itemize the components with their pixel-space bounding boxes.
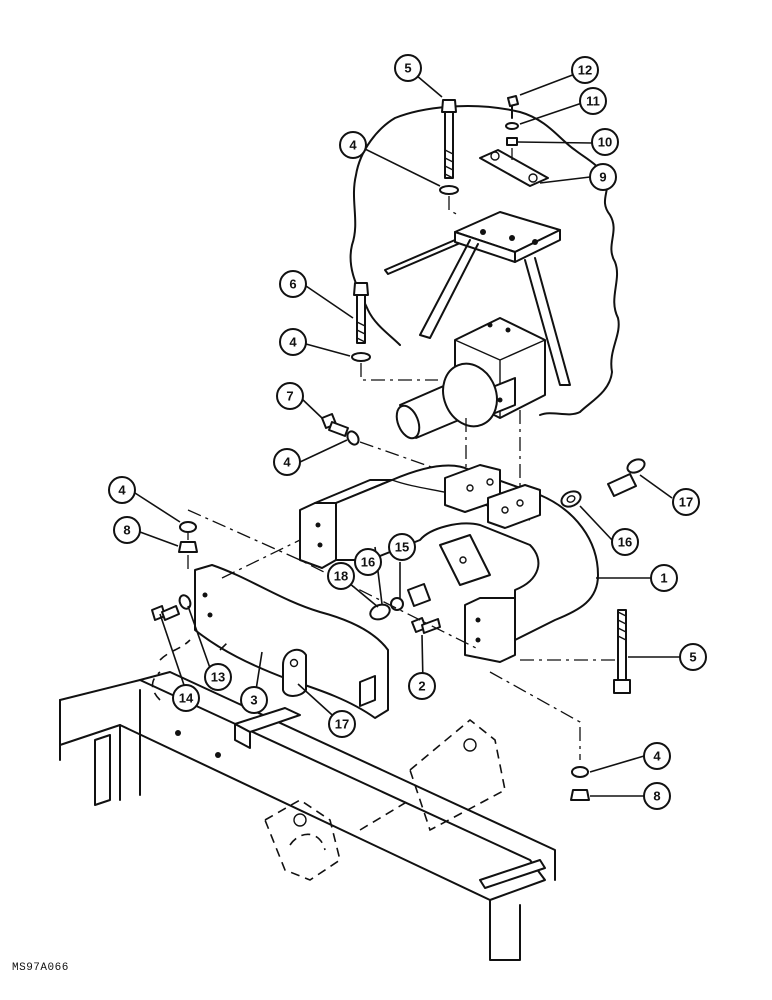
callout-label: 4 [289,335,297,350]
axle-clamp-housing [395,317,546,440]
callout-17-top: 17 [672,488,700,516]
callout-7: 7 [276,382,304,410]
callout-5-top: 5 [394,54,422,82]
callout-label: 18 [334,569,348,584]
tractor-frame [59,639,556,961]
callout-label: 10 [598,135,612,150]
pin-upper [560,458,646,508]
callout-11: 11 [579,87,607,115]
assembly-line-c [187,509,481,651]
callout-13: 13 [204,663,232,691]
callout-label: 16 [361,555,375,570]
mounting-plate [194,564,389,719]
callout-16-mid: 16 [354,548,382,576]
callout-label: 4 [283,455,291,470]
callout-16-right: 16 [611,528,639,556]
upper-bracket-stand [384,211,571,386]
bolt-six [351,282,438,381]
callout-label: 12 [578,63,592,78]
callout-label: 14 [179,691,194,706]
bolt-fourteen [151,594,192,621]
assembly-line-d [221,539,301,579]
long-bolt-right [613,609,631,694]
small-bolt-stack [505,95,519,160]
callout-5-right: 5 [679,643,707,671]
callout-label: 16 [618,535,632,550]
callout-9: 9 [589,163,617,191]
callout-label: 17 [335,717,349,732]
callout-12: 12 [571,56,599,84]
callout-4-mid: 4 [279,328,307,356]
callout-4-left: 4 [108,476,136,504]
callout-8-right: 8 [643,782,671,810]
callout-label: 5 [404,61,411,76]
callout-10: 10 [591,128,619,156]
callout-label: 4 [349,138,357,153]
callout-label: 15 [395,540,409,555]
long-bolt-top [439,99,461,217]
u-bracket [299,464,599,663]
callout-label: 5 [689,650,696,665]
callout-label: 8 [123,523,130,538]
callout-label: 4 [118,483,126,498]
bushing-stack [369,583,441,634]
callout-label: 9 [599,170,606,185]
callout-label: 3 [250,693,257,708]
bolt-seven [321,413,441,471]
callout-label: 7 [286,389,293,404]
clamp-plate [479,149,549,187]
callout-label: 6 [289,277,296,292]
callout-18: 18 [327,562,355,590]
leader-lines [134,69,680,797]
assembly-line-e [489,671,581,760]
callout-4-right: 4 [643,742,671,770]
callout-15: 15 [388,533,416,561]
nut-left [178,521,198,570]
callout-17-lug: 17 [328,710,356,738]
callout-label: 4 [653,749,661,764]
callout-4-top: 4 [339,131,367,159]
callout-label: 2 [418,679,425,694]
callout-label: 1 [660,571,667,586]
callout-14: 14 [172,684,200,712]
callout-3: 3 [240,686,268,714]
callout-label: 17 [679,495,693,510]
callout-label: 13 [211,670,225,685]
nut-right [570,766,590,801]
callout-6: 6 [279,270,307,298]
callout-label: 11 [586,94,600,109]
callout-8-left: 8 [113,516,141,544]
callout-2: 2 [408,672,436,700]
callout-4-bolt7: 4 [273,448,301,476]
figure-code: MS97A066 [12,962,69,974]
callout-label: 8 [653,789,660,804]
callout-1: 1 [650,564,678,592]
